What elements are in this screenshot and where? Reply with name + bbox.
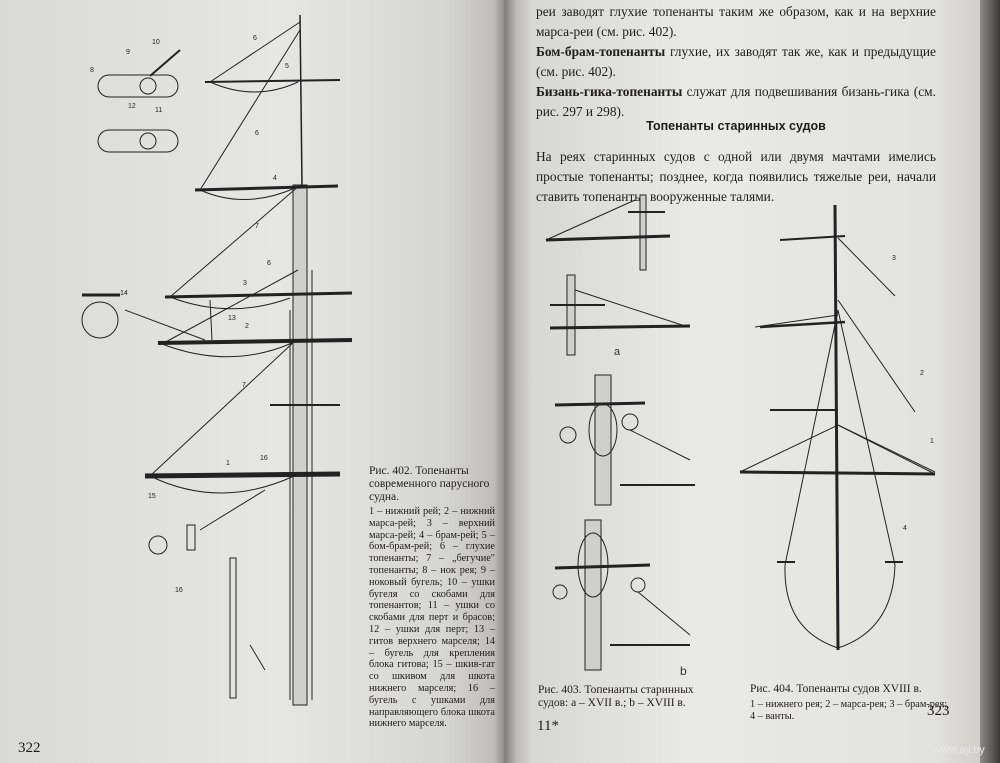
svg-text:9: 9: [126, 49, 130, 56]
svg-text:13: 13: [228, 315, 236, 322]
svg-text:3: 3: [243, 280, 247, 287]
figure-402-caption: Рис. 402. Топенанты современного парусно…: [369, 465, 490, 503]
page-edge: [980, 0, 1000, 763]
bombram-text: глухие, их заводят так же, как и предыду…: [536, 44, 936, 79]
svg-text:6: 6: [255, 130, 259, 137]
figure-403-rigging-drawing: a b: [545, 194, 695, 678]
figure-403-label-a: a: [614, 346, 621, 358]
svg-text:16: 16: [175, 587, 183, 594]
svg-text:15: 15: [148, 493, 156, 500]
book-gutter: [494, 0, 516, 763]
figure-402-labels: 6 5 6 4 7 6 3 13 2 7 1 16 15 14 8 9 10 1…: [90, 35, 289, 594]
left-page: [0, 0, 506, 763]
svg-text:4: 4: [273, 175, 277, 182]
right-top-paragraph: реи заводят глухие топенанты таким же об…: [536, 4, 936, 39]
left-page-number: 322: [18, 740, 41, 756]
svg-text:6: 6: [253, 35, 257, 42]
section-paragraph: На реях старинных судов с одной или двум…: [536, 149, 936, 204]
right-page: [504, 0, 980, 763]
figure-402-legend: 1 – нижний рей; 2 – нижний марса-рей; 3 …: [369, 506, 495, 730]
svg-text:1: 1: [930, 438, 934, 445]
svg-text:6: 6: [267, 260, 271, 267]
figure-402-rigging-drawing: 6 5 6 4 7 6 3 13 2 7 1 16 15 14 8 9 10 1…: [81, 14, 353, 706]
bizan-text: служат для подвешивания бизань-гика (см.…: [536, 84, 936, 119]
svg-text:14: 14: [120, 290, 128, 297]
svg-text:10: 10: [152, 39, 160, 46]
bizan-term: Бизань-гика-топенанты: [536, 84, 683, 99]
svg-text:8: 8: [90, 67, 94, 74]
bizan-paragraph: Бизань-гика-топенанты служат для подвеши…: [536, 82, 936, 122]
section-title: Топенанты старинных судов: [646, 119, 826, 133]
figure-404-caption: Рис. 404. Топенанты судов XVIII в.: [750, 683, 922, 695]
figure-403-label-b: b: [680, 664, 687, 678]
watermark: www.ay.by: [933, 744, 985, 756]
bombram-paragraph: Бом-брам-топенанты глухие, их заводят та…: [536, 42, 936, 82]
svg-text:3: 3: [892, 255, 896, 262]
svg-text:2: 2: [920, 370, 924, 377]
signature-mark: 11*: [537, 718, 559, 734]
svg-text:7: 7: [255, 223, 259, 230]
svg-text:5: 5: [285, 63, 289, 70]
svg-text:1: 1: [226, 460, 230, 467]
svg-text:4: 4: [903, 525, 907, 532]
svg-text:7: 7: [242, 382, 246, 389]
figure-404-labels: 3 2 1 4: [892, 255, 934, 532]
figure-404-legend: 1 – нижнего рея; 2 – марса-рея; 3 – брам…: [750, 699, 948, 722]
figure-403-caption: Рис. 403. Топенанты старинных судов: a –…: [538, 684, 694, 709]
svg-text:2: 2: [245, 323, 249, 330]
right-page-number: 323: [927, 703, 950, 719]
bombram-term: Бом-брам-топенанты: [536, 44, 666, 59]
svg-text:11: 11: [155, 107, 162, 114]
svg-text:12: 12: [128, 103, 136, 110]
figure-404-ship-drawing: 3 2 1 4: [739, 204, 936, 651]
svg-text:16: 16: [260, 455, 268, 462]
